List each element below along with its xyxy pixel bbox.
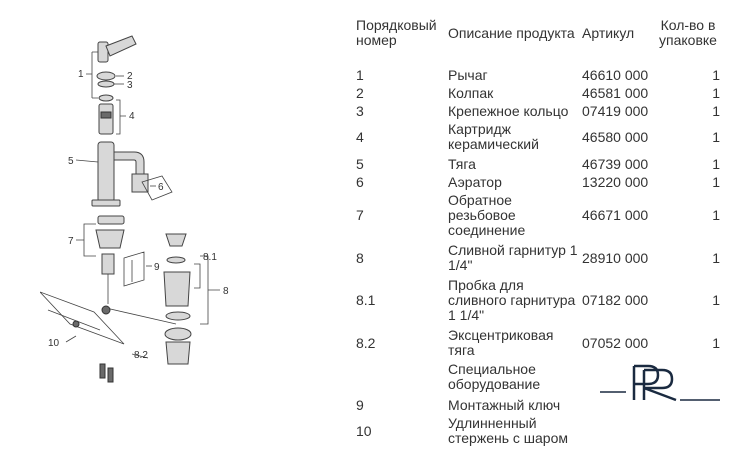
row-article: 46739 000 [582, 156, 649, 172]
row-article: 46580 000 [582, 129, 649, 145]
row-quantity: 1 [712, 335, 720, 351]
row-description: Крепежное кольцо [448, 103, 569, 119]
cartridge-part [98, 94, 114, 135]
row-description: Сливной гарнитур 1 1/4" [448, 242, 578, 273]
row-article: 07419 000 [582, 103, 649, 119]
callout-8-1: 8.1 [203, 252, 217, 263]
row-number: 10 [356, 423, 372, 439]
row-quantity: 1 [712, 207, 720, 223]
row-quantity: 1 [712, 250, 720, 266]
row-number: 2 [356, 85, 364, 101]
row-description: Монтажный ключ [448, 397, 561, 413]
header-article: Артикул [582, 25, 635, 41]
long-rod-part [40, 291, 125, 345]
row-quantity: 1 [712, 129, 720, 145]
callout-9: 9 [154, 262, 160, 273]
row-description: Эксцентриковая тяга [448, 327, 554, 358]
callout-1: 1 [78, 69, 84, 80]
pr-logo [600, 360, 720, 408]
row-quantity: 1 [712, 103, 720, 119]
row-description: Колпак [448, 85, 494, 101]
row-description: Картридж керамический [448, 121, 539, 152]
row-description: Пробка для сливного гарнитура 1 1/4" [448, 277, 576, 323]
pr-logo-mark [600, 364, 720, 402]
row-number: 8.1 [356, 292, 376, 308]
callout-5: 5 [68, 156, 74, 167]
callout-4: 4 [129, 111, 135, 122]
callout-8-2: 8.2 [134, 350, 148, 361]
row-number: 7 [356, 207, 364, 223]
row-number: 1 [356, 67, 364, 83]
lever-part [97, 35, 137, 63]
wrench-part [123, 251, 145, 287]
callout-7: 7 [68, 236, 74, 247]
row-description: Рычаг [448, 67, 488, 83]
row-description: Аэратор [448, 174, 502, 190]
fixing-ring-part [97, 80, 115, 88]
row-number: 8.2 [356, 335, 376, 351]
aerator-part [131, 173, 173, 201]
row-quantity: 1 [712, 292, 720, 308]
diagram-svg: 1 2 3 4 5 6 7 8 8.1 8.2 9 10 [40, 35, 229, 383]
cap-part [96, 71, 116, 81]
row-number: 6 [356, 174, 364, 190]
row-description: Специальное оборудование [448, 361, 541, 392]
check-connection-part [95, 215, 125, 275]
callout-10: 10 [48, 338, 60, 349]
row-quantity: 1 [712, 156, 720, 172]
header-description: Описание продукта [448, 25, 575, 41]
row-article: 07182 000 [582, 292, 649, 308]
callout-8: 8 [223, 286, 229, 297]
row-description: Обратное резьбовое соединение [448, 192, 526, 238]
row-article: 13220 000 [582, 174, 649, 190]
row-number: 3 [356, 103, 364, 119]
callout-6: 6 [158, 182, 164, 193]
callout-3: 3 [127, 80, 133, 91]
row-article: 46671 000 [582, 207, 649, 223]
row-description: Удлинненный стержень с шаром [448, 415, 568, 446]
row-quantity: 1 [712, 174, 720, 190]
row-quantity: 1 [712, 67, 720, 83]
header-quantity: Кол-во в упаковке [659, 17, 717, 48]
row-number: 9 [356, 397, 364, 413]
row-number: 8 [356, 250, 364, 266]
pull-rod-part [101, 305, 177, 325]
row-description: Тяга [448, 156, 476, 172]
row-number: 5 [356, 156, 364, 172]
exploded-parts-diagram: 1 2 3 4 5 6 7 8 8.1 8.2 9 10 [40, 24, 350, 444]
row-article: 46610 000 [582, 67, 649, 83]
row-number: 4 [356, 129, 364, 145]
row-article: 28910 000 [582, 250, 649, 266]
callout-2: 2 [127, 71, 133, 82]
row-quantity: 1 [712, 85, 720, 101]
waste-set-part [163, 233, 192, 365]
row-article: 07052 000 [582, 335, 649, 351]
row-article: 46581 000 [582, 85, 649, 101]
fixing-screws-part [99, 363, 114, 383]
header-number: Порядковый номер [356, 17, 437, 48]
